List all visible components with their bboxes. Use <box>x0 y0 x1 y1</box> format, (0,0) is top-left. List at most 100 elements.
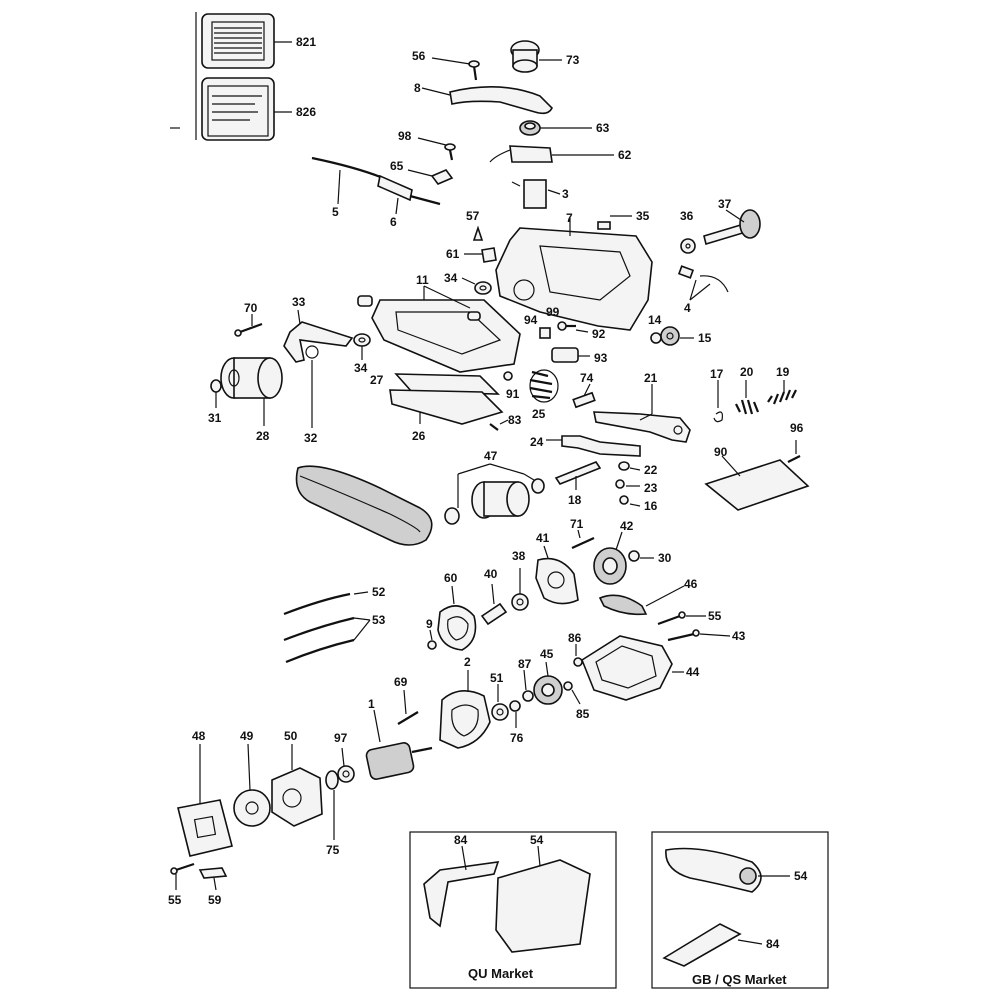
label-36: 36 <box>680 209 694 223</box>
washer-75 <box>325 770 339 840</box>
label-44: 44 <box>686 665 700 679</box>
qu-market-box <box>409 831 617 989</box>
label-11: 11 <box>416 273 429 287</box>
label-48: 48 <box>192 729 206 743</box>
clip-61 <box>464 247 497 263</box>
label-16: 16 <box>644 499 658 513</box>
washer-36 <box>680 238 696 254</box>
label-60: 60 <box>444 571 458 585</box>
label-2: 2 <box>464 655 471 669</box>
label-52: 52 <box>372 585 386 599</box>
label-25: 25 <box>532 407 546 421</box>
label-37: 37 <box>718 197 732 211</box>
label-61: 61 <box>446 247 460 261</box>
label-96: 96 <box>790 421 804 435</box>
plate-90 <box>704 455 810 511</box>
label-45: 45 <box>540 647 554 661</box>
housing-7 <box>495 218 653 331</box>
plate-27 <box>394 373 500 395</box>
screw-69 <box>397 689 419 725</box>
screw-55-bottom <box>170 862 195 890</box>
label-62: 62 <box>618 148 632 162</box>
screw-43 <box>667 629 731 642</box>
part-labels: 821 826 56 73 8 63 98 62 65 3 5 6 57 7 3… <box>168 35 808 951</box>
label-75: 75 <box>326 843 340 857</box>
clip-17 <box>713 380 723 423</box>
sanding-belt <box>295 465 433 546</box>
label-55a: 55 <box>708 609 722 623</box>
label-19: 19 <box>776 365 790 379</box>
bushing-34-left <box>353 333 371 360</box>
label-92: 92 <box>592 327 606 341</box>
label-18: 18 <box>568 493 582 507</box>
bearing-97 <box>337 747 355 783</box>
label-42: 42 <box>620 519 634 533</box>
label-4: 4 <box>684 301 691 315</box>
label-826: 826 <box>296 105 316 119</box>
gb-qs-market-box <box>651 831 829 989</box>
market-captions: QU Market GB / QS Market <box>468 966 787 987</box>
label-3: 3 <box>562 187 569 201</box>
bushing-34-top <box>461 277 492 295</box>
label-41: 41 <box>536 531 550 545</box>
label-23: 23 <box>644 481 658 495</box>
field-2 <box>439 670 491 749</box>
washer-85 <box>563 681 581 705</box>
handle-8 <box>421 86 553 115</box>
screw-99 <box>539 327 551 339</box>
nut-30 <box>628 550 654 562</box>
label-55b: 55 <box>168 893 182 907</box>
bearing-plate-50 <box>271 744 323 827</box>
label-32: 32 <box>304 431 318 445</box>
gear-cover-44 <box>581 635 684 701</box>
plate-26 <box>389 389 504 425</box>
knob-15 <box>660 326 694 346</box>
lever-21 <box>593 384 691 443</box>
label-6: 6 <box>390 215 397 229</box>
label-34a: 34 <box>444 271 458 285</box>
washer-76 <box>509 700 521 728</box>
label-97: 97 <box>334 731 348 745</box>
label-30: 30 <box>658 551 672 565</box>
label-1: 1 <box>368 697 375 711</box>
label-73: 73 <box>566 53 580 67</box>
label-35: 35 <box>636 209 650 223</box>
label-91: 91 <box>506 387 520 401</box>
label-84b: 84 <box>766 937 780 951</box>
label-15: 15 <box>698 331 712 345</box>
gear-housing-41 <box>535 545 579 605</box>
label-90: 90 <box>714 445 728 459</box>
screw-55-mid <box>657 611 706 626</box>
gb-qs-market-caption: GB / QS Market <box>692 972 787 987</box>
lever-24 <box>546 435 641 457</box>
knob-73 <box>510 40 562 73</box>
screw-98 <box>417 137 456 161</box>
fan-49 <box>233 743 271 827</box>
label-27: 27 <box>370 373 384 387</box>
drum-28 <box>220 357 283 426</box>
gear-45 <box>533 661 563 705</box>
label-83: 83 <box>508 413 522 427</box>
label-7: 7 <box>566 211 573 225</box>
power-cord-5 <box>311 156 389 205</box>
label-34b: 34 <box>354 361 368 375</box>
label-99: 99 <box>546 305 560 319</box>
cable-clamp-65 <box>407 169 454 185</box>
label-56: 56 <box>412 49 426 63</box>
screw-83 <box>489 419 509 431</box>
wires-53 <box>283 616 371 664</box>
label-24: 24 <box>530 435 544 449</box>
label-46: 46 <box>684 577 698 591</box>
capacitor-3 <box>511 179 561 209</box>
label-71: 71 <box>570 517 584 531</box>
label-31: 31 <box>208 411 222 425</box>
shaft-gear-37 <box>703 209 761 246</box>
label-54a: 54 <box>530 833 544 847</box>
label-20: 20 <box>740 365 754 379</box>
label-76: 76 <box>510 731 524 745</box>
label-85: 85 <box>576 707 590 721</box>
screw-71 <box>571 529 595 550</box>
label-47: 47 <box>484 449 498 463</box>
drive-belt-46 <box>598 585 685 616</box>
